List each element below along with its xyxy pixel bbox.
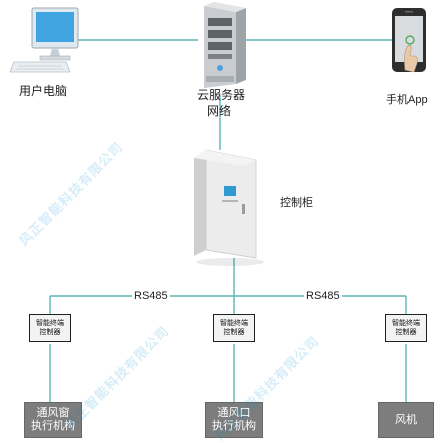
terminal-controller-3: 智能终端 控制器 — [385, 314, 427, 342]
server-label: 云服务器 — [197, 88, 246, 102]
actuator-1-label: 通风窗 执行机构 — [31, 407, 75, 432]
actuator-2-label: 通风口 执行机构 — [212, 407, 256, 432]
computer-icon — [9, 7, 79, 73]
rs485-right-label: RS485 — [304, 290, 342, 303]
fan-actuator: 风机 — [378, 402, 434, 438]
terminal-controller-1: 智能终端 控制器 — [29, 314, 71, 342]
controller-1-label: 智能终端 控制器 — [36, 320, 64, 336]
phone-icon — [392, 8, 426, 73]
actuator-3-label: 风机 — [395, 413, 417, 426]
cabinet-label: 控制柜 — [280, 197, 313, 209]
server-icon — [204, 2, 246, 88]
vent-opening-actuator: 通风口 执行机构 — [205, 402, 263, 438]
terminal-controller-2: 智能终端 控制器 — [213, 314, 255, 342]
phone-label: 手机App — [386, 94, 428, 106]
pc-label: 用户电脑 — [19, 84, 68, 98]
control-cabinet-icon — [194, 149, 264, 266]
network-label: 网络 — [207, 104, 232, 118]
controller-2-label: 智能终端 控制器 — [220, 320, 248, 336]
rs485-left-label: RS485 — [132, 290, 170, 303]
controller-3-label: 智能终端 控制器 — [392, 320, 420, 336]
vent-window-actuator: 通风窗 执行机构 — [24, 402, 82, 438]
